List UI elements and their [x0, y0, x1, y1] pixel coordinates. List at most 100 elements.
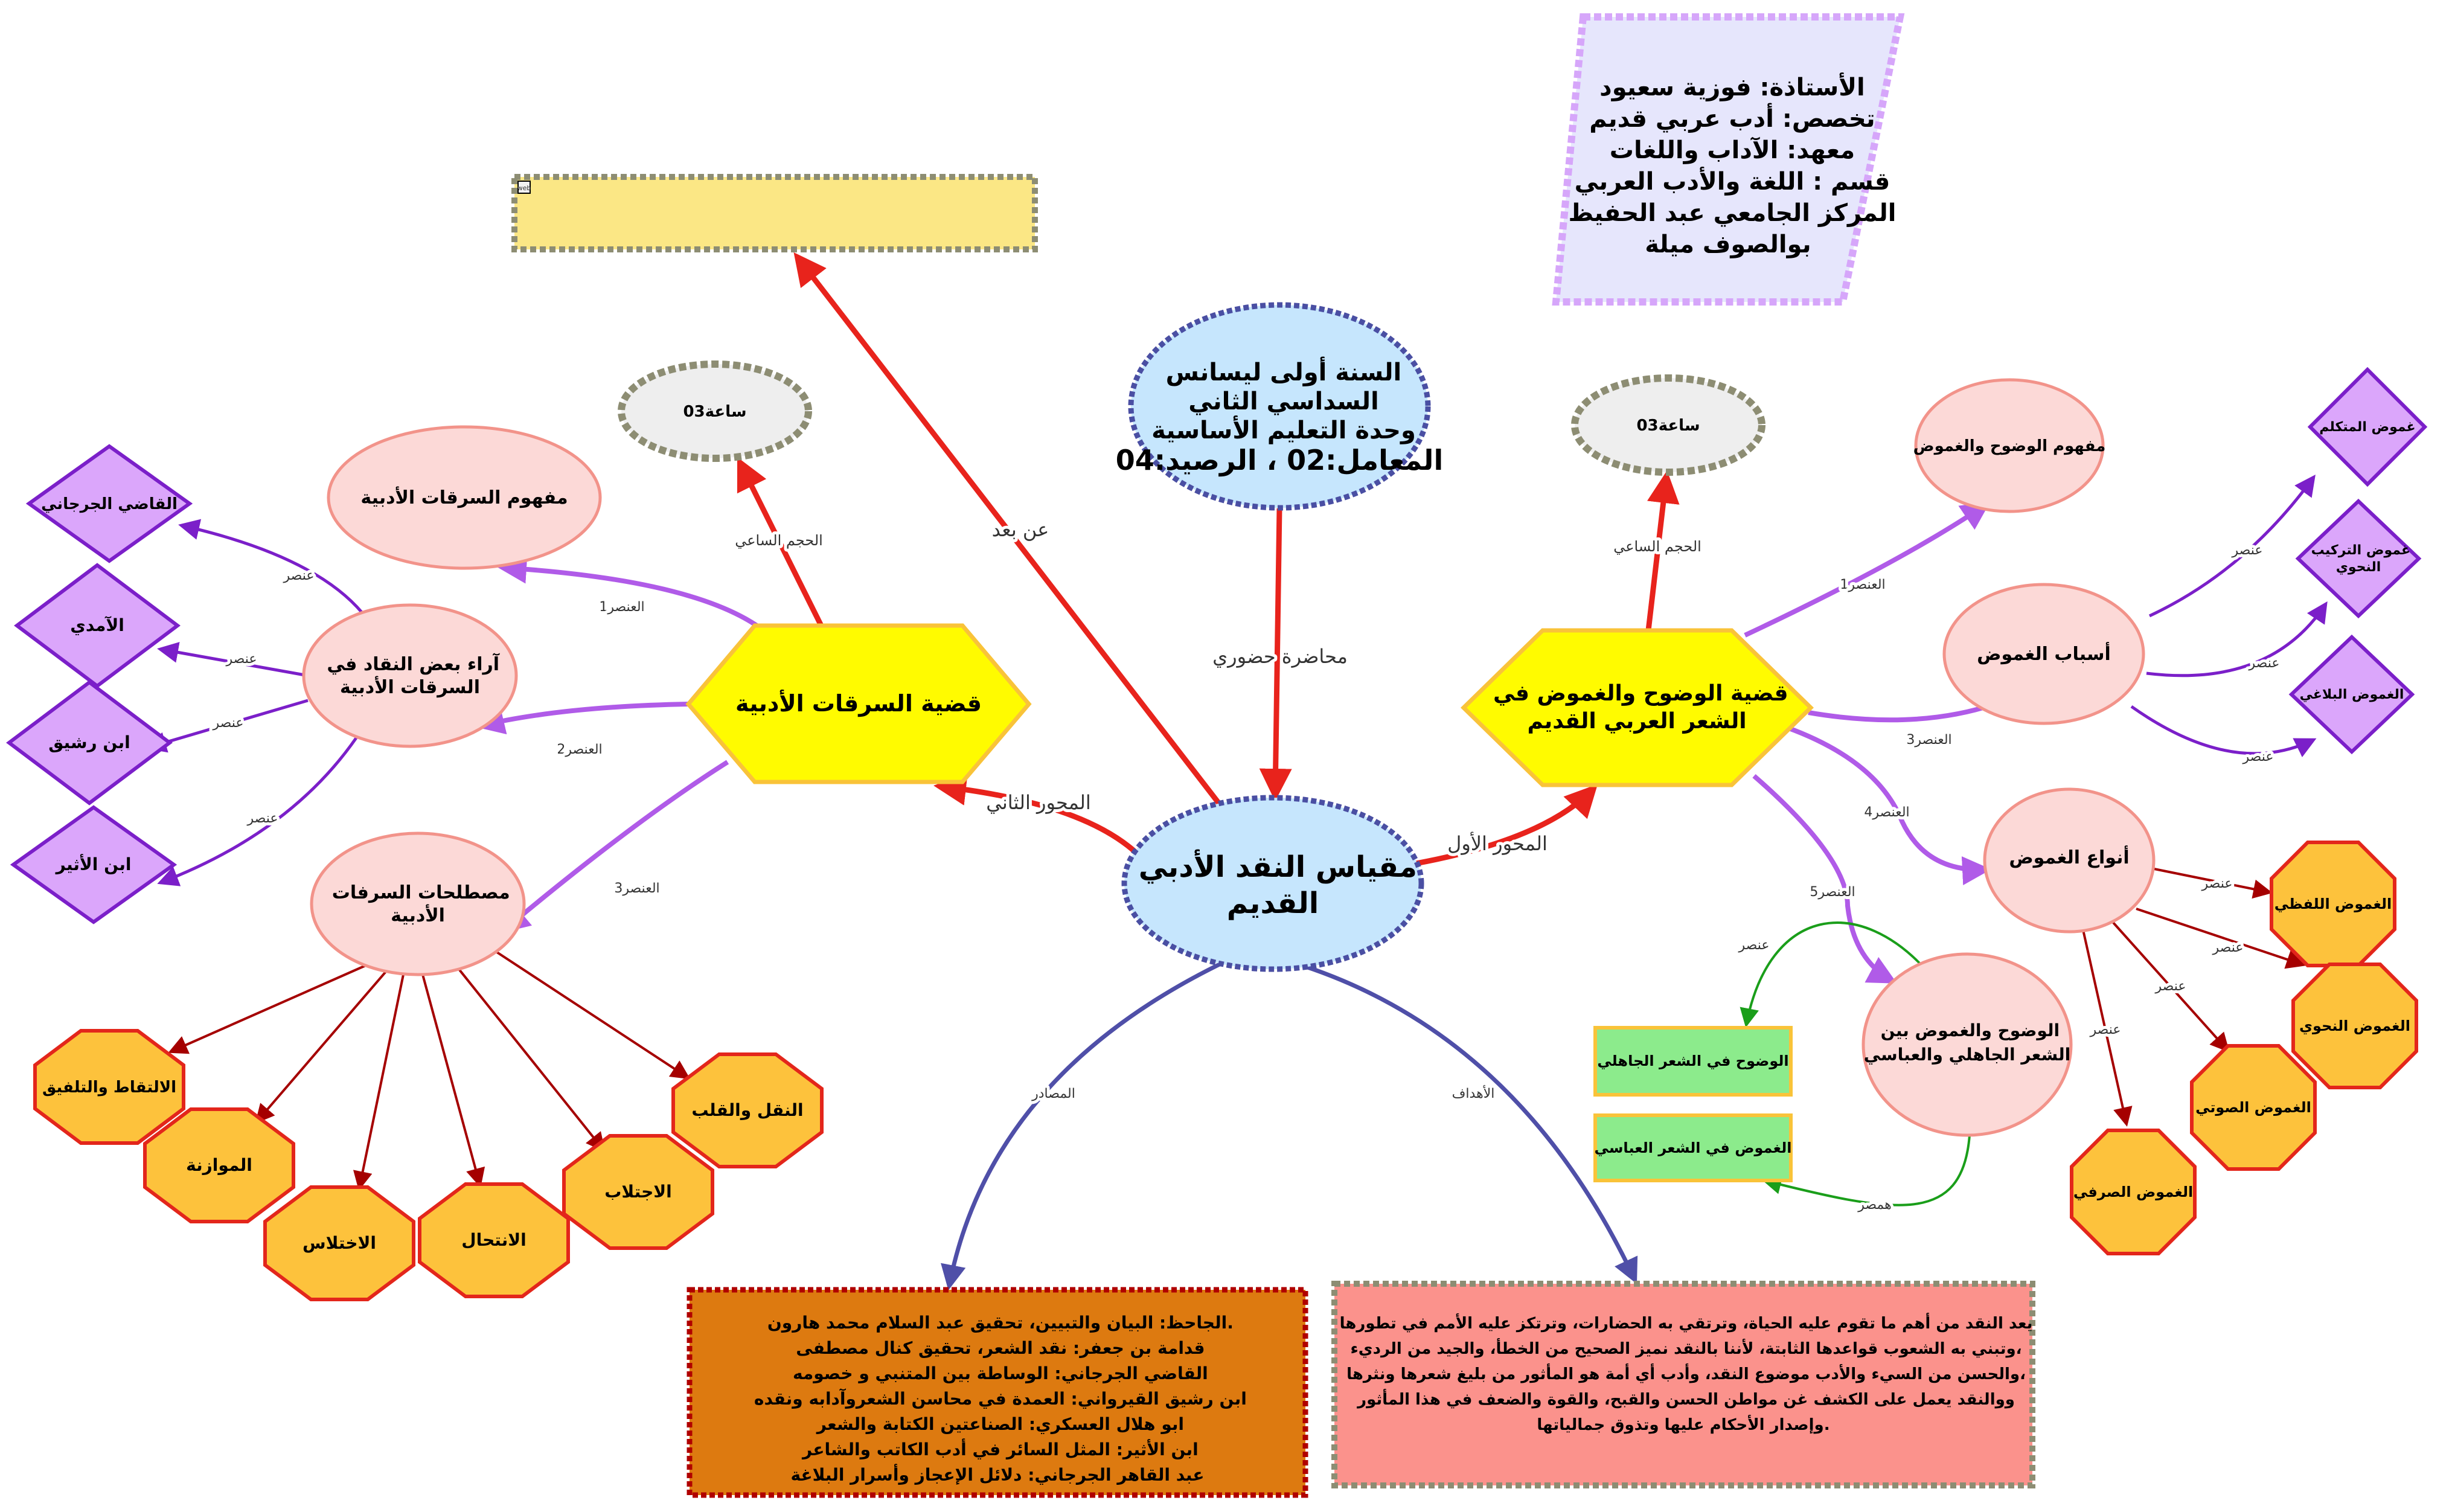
era-label: الوضوح في الشعر الجاهلي	[1597, 1052, 1788, 1069]
edge-label: الحجم الساعي	[735, 532, 823, 549]
goal-line: ووالنقد يعمل على الكشف غن مواطن الحسن وا…	[1356, 1389, 2015, 1409]
source-line: القاضي الجرجاني: الوساطة بين المتنبي و خ…	[793, 1363, 1208, 1383]
edge-opinions-amidi	[157, 642, 306, 677]
edge-label: عنصر	[2212, 940, 2244, 955]
source-line: ابن الأثير: المثل السائر في أدب الكاتب و…	[801, 1438, 1199, 1459]
critic-diamond: ابن الأثير	[10, 805, 178, 924]
term-octagon: الانتحال	[418, 1182, 570, 1298]
cause-diamond: غموض المتكلم	[2307, 367, 2428, 487]
goal-line: ،وتبني به الشعوب قواعدها الثابتة، لأننا …	[1351, 1338, 2022, 1358]
node-label: أنواع الغموض	[2009, 845, 2129, 868]
source-line: ابن رشيق القيرواني: العمدة في محاسن الشع…	[754, 1388, 1247, 1409]
course-line: السنة أولى ليسانس	[1166, 356, 1402, 386]
node-critics-opinions: آراء بعض النقاد في السرقات الأدبية	[302, 603, 518, 748]
hours-label: ساعة03	[683, 403, 746, 421]
critic-label: الآمدي	[70, 615, 124, 635]
edge-label: المحور الأول	[1447, 831, 1548, 855]
edge-label: عنصر	[2249, 656, 2280, 671]
web-badge[interactable]	[517, 181, 531, 194]
cause-diamond: الغموض البلاغي	[2288, 634, 2415, 755]
term-octagon: الالتقاط والتلفيق	[33, 1029, 185, 1145]
edge-label: همصر	[1857, 1197, 1892, 1212]
svg-text:.الجاحظ: البيان والتبيين، تحقي: .الجاحظ: البيان والتبيين، تحقيق عبد السل…	[748, 1313, 1247, 1485]
node-label: آراء بعض النقاد في	[327, 653, 499, 675]
central-node: مقياس النقد الأدبي القديم	[1121, 795, 1424, 972]
era-box-abbasi: الغموض في الشعر العباسي	[1593, 1113, 1793, 1182]
cause-label: الغموض البلاغي	[2300, 687, 2404, 702]
edge-axis-one-types	[1786, 725, 1991, 885]
edge-axis-two-hours	[737, 456, 824, 627]
hours-node-left: ساعة03	[618, 360, 812, 462]
term-label: الاختلاس	[302, 1233, 376, 1253]
teacher-line: المركز الجامعي عبد الحفيظ	[1568, 199, 1896, 227]
edge-label: المصادر	[1031, 1086, 1075, 1101]
edge-label: الأهداف	[1452, 1085, 1495, 1101]
term-octagon: النقل والقلب	[671, 1052, 824, 1168]
edge-opinions-athir	[157, 737, 358, 886]
cause-label: غموض التركيب	[2311, 543, 2410, 558]
edge-label: عنصر	[283, 568, 315, 583]
edge-center-goals	[1303, 964, 1638, 1284]
type-label: الغموض اللفظي	[2274, 895, 2392, 912]
svg-text:مصطلحات السرفات الأدبية: مصطلحات السرفات الأدبية	[325, 882, 510, 926]
teacher-line: بوالصوف ميلة	[1645, 231, 1811, 258]
edge-label: عنصر	[226, 652, 257, 667]
svg-text:مقياس النقد الأدبي القدي: مقياس النقد الأدبي القديم	[1128, 849, 1417, 920]
edge-label: عنصر	[2090, 1022, 2121, 1037]
type-label: الغموض الصوتي	[2195, 1099, 2311, 1116]
teacher-line: تخصص: أدب عربي قديم	[1589, 103, 1875, 133]
critic-diamond: الآمدي	[14, 563, 181, 688]
web-badge-label: web	[517, 184, 531, 192]
type-label: الغموض الصرفي	[2073, 1184, 2193, 1200]
node-clarity-between-eras: الوضوح والغموض بين الشعر الجاهلي والعباس…	[1861, 952, 2073, 1137]
term-octagon: الاجتلاب	[562, 1134, 714, 1250]
source-line: قدامة بن جعفر: نقد الشعر، تحقيق كنال مصط…	[796, 1338, 1205, 1358]
edge-label: العنصر4	[1864, 805, 1909, 820]
source-line: .الجاحظ: البيان والتبيين، تحقيق عبد السل…	[767, 1313, 1234, 1333]
edge-types-morphological	[2082, 929, 2133, 1127]
edge-axis-one-concept	[1744, 501, 1991, 638]
term-octagon: الموازنة	[143, 1107, 295, 1223]
term-label: النقل والقلب	[691, 1100, 803, 1120]
edge-axis-one-between	[1752, 774, 1898, 984]
edge-label: العنصر2	[557, 742, 602, 757]
edge-label: عنصر	[213, 716, 244, 731]
svg-text:قضية الوضوح والغموض في ا: قضية الوضوح والغموض في الشعر العربي القد…	[1485, 681, 1788, 734]
edge-center-sources	[941, 959, 1227, 1290]
edge-label: العنصر3	[1906, 732, 1951, 748]
edge-label: عنصر	[2201, 876, 2233, 891]
goal-line: .وإصدار الأحكام عليها وتذوق جمالياتها	[1537, 1415, 1829, 1434]
critic-diamond: القاضي الجرجاني	[25, 444, 193, 563]
term-label: الموازنة	[186, 1155, 252, 1175]
goals-box: يعد النقد من أهم ما تقوم عليه الحياة، وت…	[1331, 1281, 2035, 1488]
course-line: وحدة التعليم الأساسية	[1151, 415, 1416, 444]
edge-center-course	[1259, 508, 1292, 801]
type-octagon: الغموض الصوتي	[2190, 1044, 2317, 1171]
edge-label: العنصر3	[614, 881, 659, 896]
central-line: القديم	[1227, 886, 1319, 920]
type-label: الغموض النحوي	[2299, 1017, 2410, 1034]
course-line: السداسي الثاني	[1188, 388, 1379, 415]
era-box-jahili: الوضوح في الشعر الجاهلي	[1593, 1026, 1793, 1097]
type-octagon: الغموض النحوي	[2291, 963, 2418, 1089]
axis-two-title: قضية السرقات الأدبية	[735, 689, 982, 717]
edge-label: العنصر5	[1810, 885, 1855, 900]
edge-axis-two-terms	[500, 760, 729, 934]
node-plagiarism-concept: مفهوم السرقات الأدبية	[327, 425, 602, 570]
svg-text:يعد النقد من أهم ما تقوم عليه: يعد النقد من أهم ما تقوم عليه الحياة، وت…	[1334, 1313, 2033, 1434]
teacher-card: الأستاذة: فوزية سعيود تخصص: أدب عربي قدي…	[1552, 13, 1905, 306]
critic-label: ابن رشيق	[48, 732, 130, 752]
edge-axis-one-hours	[1645, 470, 1680, 631]
edge-label: المحور الثاني	[986, 791, 1091, 814]
svg-text:قضية السرقات الأدبية: قضية السرقات الأدبية	[735, 689, 982, 717]
web-link-box[interactable]: web	[511, 174, 1038, 252]
axis-two-hexagon: قضية السرقات الأدبية	[685, 623, 1032, 784]
teacher-line: الأستاذة: فوزية سعيود	[1599, 72, 1865, 101]
node-label: مفهوم الوضوح والغموض	[1913, 437, 2106, 455]
teacher-line: معهد: الآداب واللغات	[1610, 136, 1855, 164]
node-plagiarism-terms: مصطلحات السرفات الأدبية	[310, 831, 526, 976]
node-label: أسباب الغموض	[1977, 642, 2111, 665]
node-label: الشعر الجاهلي والعباسي	[1864, 1045, 2070, 1065]
node-label: الأدبية	[391, 904, 445, 926]
edge-between-jahili	[1740, 921, 1930, 1028]
